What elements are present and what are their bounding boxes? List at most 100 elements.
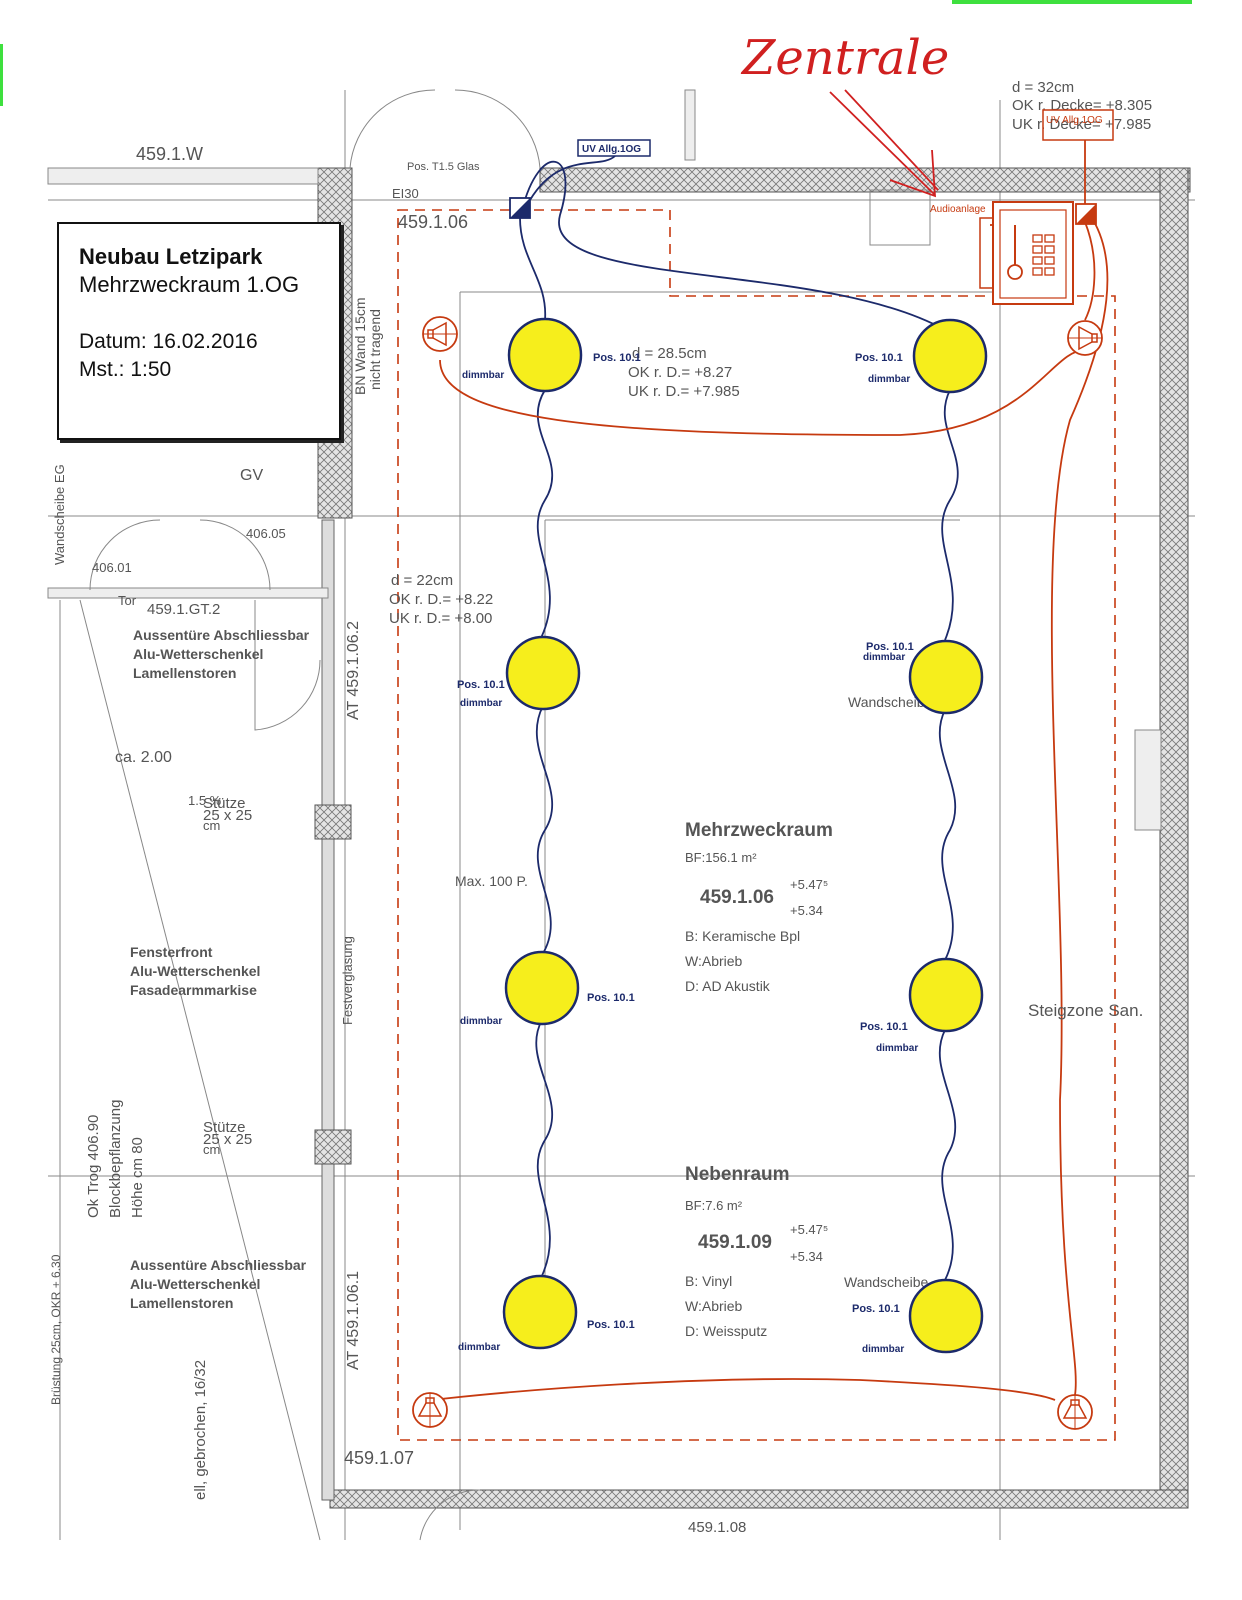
room-subtitle: Mehrzweckraum 1.OG bbox=[79, 272, 300, 297]
light-4-pos: Pos. 10.1 bbox=[866, 641, 914, 653]
label-glass-door: Pos. T1.5 Glas bbox=[407, 161, 480, 173]
green-marker-left bbox=[0, 44, 3, 106]
label-stuetze2-a: Stütze bbox=[203, 1119, 246, 1136]
label-wandscheibe-1: Wandscheib bbox=[848, 694, 925, 710]
room-stamp-side: Nebenraum BF:7.6 m² 459.1.09 +5.47⁵ +5.3… bbox=[685, 1164, 828, 1339]
light-fixture-7: Pos. 10.1 dimmbar bbox=[458, 1274, 635, 1353]
label-at-062: AT 459.1.06.2 bbox=[345, 621, 362, 720]
label-at-061: AT 459.1.06.1 bbox=[345, 1271, 362, 1370]
light-1-dim: dimmbar bbox=[462, 370, 504, 381]
light-fixture-1: Pos. 10.1 dimmbar bbox=[462, 317, 641, 393]
light-fixture-6: Pos. 10.1 dimmbar bbox=[860, 957, 984, 1054]
ceil-mid-ok: OK r. D.= +8.27 bbox=[628, 364, 732, 381]
room-stamp-main: Mehrzweckraum BF:156.1 m² 459.1.06 +5.47… bbox=[685, 820, 833, 994]
light-7-pos: Pos. 10.1 bbox=[587, 1319, 635, 1331]
label-room-459-1-06: 459.1.06 bbox=[398, 212, 468, 232]
label-door1-c: Lamellenstoren bbox=[133, 665, 236, 681]
light-7-dim: dimmbar bbox=[458, 1342, 500, 1353]
light-fixture-icon bbox=[504, 950, 580, 1026]
room-main-number: 459.1.06 bbox=[700, 887, 774, 908]
audio-zone bbox=[397, 209, 1116, 1441]
room-main-name: Mehrzweckraum bbox=[685, 820, 833, 841]
room-main-wall: W:Abrieb bbox=[685, 953, 743, 969]
label-festverglasung: Festverglasung bbox=[340, 936, 355, 1025]
speaker-icon bbox=[422, 316, 458, 352]
label-steigzone: Steigzone San. bbox=[1028, 1001, 1143, 1020]
light-fixture-icon bbox=[505, 635, 581, 711]
room-side-ceiling: D: Weissputz bbox=[685, 1323, 767, 1339]
label-ei30: EI30 bbox=[392, 186, 419, 201]
label-gv: GV bbox=[240, 467, 263, 484]
label-facade-b: Alu-Wetterschenkel bbox=[130, 963, 260, 979]
distribution-box-icon bbox=[1075, 203, 1097, 225]
label-stuetze1-pct: 1.5 % bbox=[188, 793, 222, 808]
uv-label-1: UV Allg.1OG bbox=[582, 144, 641, 155]
label-bruestung: Brüstung 25cm, OKR + 6.30 bbox=[49, 1254, 63, 1405]
ceil-top-d: d = 32cm bbox=[1012, 79, 1074, 96]
label-trog-a: Ok Trog 406.90 bbox=[85, 1115, 102, 1218]
light-2-pos: Pos. 10.1 bbox=[855, 352, 903, 364]
label-room-gt2: 459.1.GT.2 bbox=[147, 601, 220, 618]
label-level-406-01: 406.01 bbox=[92, 560, 132, 575]
light-6-pos: Pos. 10.1 bbox=[860, 1021, 908, 1033]
label-door1-b: Alu-Wetterschenkel bbox=[133, 646, 263, 662]
light-fixture-2: Pos. 10.1 dimmbar bbox=[855, 318, 988, 394]
light-fixture-icon bbox=[912, 318, 988, 394]
light-3-pos: Pos. 10.1 bbox=[457, 679, 505, 691]
audio-rack-icon: Audioanlage bbox=[930, 201, 1074, 305]
light-1-pos: Pos. 10.1 bbox=[593, 352, 641, 364]
room-side-level-a: +5.47⁵ bbox=[790, 1222, 828, 1237]
room-side-wall: W:Abrieb bbox=[685, 1298, 743, 1314]
light-fixture-icon bbox=[908, 1278, 984, 1354]
ceil-left-ok: OK r. D.= +8.22 bbox=[389, 591, 493, 608]
speaker-icon bbox=[1067, 320, 1103, 356]
label-room-459-1-07: 459.1.07 bbox=[344, 1448, 414, 1468]
label-bn-wall-1: BN Wand 15cm bbox=[352, 297, 368, 395]
room-side-floor: B: Vinyl bbox=[685, 1273, 732, 1289]
label-trog-c: Höhe cm 80 bbox=[129, 1137, 146, 1218]
ceil-top-uk: UK r. Decke= +7.985 bbox=[1012, 116, 1151, 133]
light-5-dim: dimmbar bbox=[460, 1016, 502, 1027]
room-main-floor: B: Keramische Bpl bbox=[685, 928, 800, 944]
room-side-name: Nebenraum bbox=[685, 1164, 790, 1185]
label-stuetze1-c: cm bbox=[203, 818, 220, 833]
green-marker-top bbox=[952, 0, 1192, 4]
door-swings bbox=[89, 89, 541, 1541]
scale-label: Mst.: 1:50 bbox=[79, 358, 172, 381]
light-fixture-4: Pos. 10.1 dimmbar bbox=[863, 639, 984, 715]
light-2-dim: dimmbar bbox=[868, 374, 910, 385]
label-room-459-1-08: 459.1.08 bbox=[688, 1519, 746, 1536]
light-fixture-8: Pos. 10.1 dimmbar bbox=[852, 1278, 984, 1355]
label-door2-c: Lamellenstoren bbox=[130, 1295, 233, 1311]
label-gebrochen: ell, gebrochen, 16/32 bbox=[192, 1360, 209, 1500]
handwritten-note: Zentrale bbox=[740, 30, 949, 198]
ceil-mid-uk: UK r. D.= +7.985 bbox=[628, 383, 740, 400]
label-door2-b: Alu-Wetterschenkel bbox=[130, 1276, 260, 1292]
light-fixture-icon bbox=[502, 1274, 578, 1350]
light-6-dim: dimmbar bbox=[876, 1043, 918, 1054]
label-bn-wall-2: nicht tragend bbox=[367, 309, 383, 390]
label-stuetze2-b: 25 x 25 bbox=[203, 1131, 252, 1148]
ceil-left-uk: UK r. D.= +8.00 bbox=[389, 610, 492, 627]
date-label: Datum: 16.02.2016 bbox=[79, 330, 258, 353]
label-level-406-05: 406.05 bbox=[246, 526, 286, 541]
light-8-pos: Pos. 10.1 bbox=[852, 1303, 900, 1315]
audio-label: Audioanlage bbox=[930, 204, 986, 215]
light-fixture-icon bbox=[507, 317, 583, 393]
distribution-box-icon bbox=[509, 197, 531, 219]
ceil-mid-d: d = 28.5cm bbox=[632, 345, 707, 362]
label-max-100: Max. 100 P. bbox=[455, 873, 528, 889]
room-main-ceiling: D: AD Akustik bbox=[685, 978, 771, 994]
speaker-icon bbox=[412, 1392, 448, 1428]
label-stuetze1-b: 25 x 25 bbox=[203, 807, 252, 824]
light-8-dim: dimmbar bbox=[862, 1344, 904, 1355]
label-stuetze1-a: Stütze bbox=[203, 795, 246, 812]
uv-label-2: UV Allg.1OG bbox=[1046, 115, 1103, 126]
label-stuetze2-c: cm bbox=[203, 1142, 220, 1157]
label-ca-2-00: ca. 2.00 bbox=[115, 749, 172, 766]
speaker-icon bbox=[1057, 1394, 1093, 1430]
room-side-area: BF:7.6 m² bbox=[685, 1198, 743, 1213]
label-wandscheibe-2: Wandscheibe bbox=[844, 1274, 929, 1290]
light-5-pos: Pos. 10.1 bbox=[587, 992, 635, 1004]
